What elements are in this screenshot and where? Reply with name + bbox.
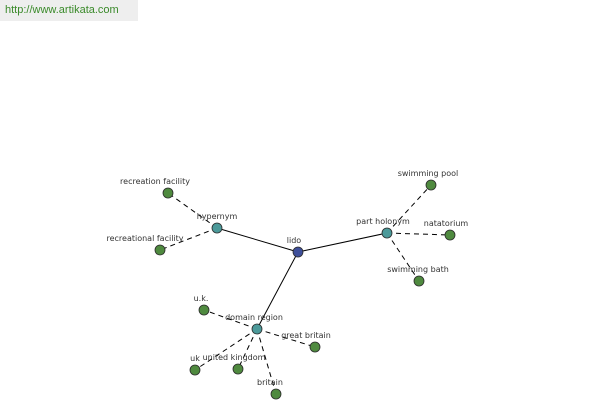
leaf-node-uk[interactable] bbox=[189, 364, 201, 376]
edge-domain-region-uk bbox=[194, 328, 258, 371]
leaf-node-u-k[interactable] bbox=[198, 304, 210, 316]
relation-label-part-holonym: part holonym bbox=[356, 217, 410, 226]
relation-node-part-holonym[interactable] bbox=[381, 227, 393, 239]
leaf-node-recreational-facility[interactable] bbox=[154, 244, 166, 256]
edge-part-holonym-swimming-bath bbox=[386, 232, 420, 282]
graph-edges bbox=[159, 184, 451, 395]
edge-hypernym-recreational-facility bbox=[159, 227, 218, 251]
edge-domain-region-united-kingdom bbox=[237, 328, 258, 370]
edge-lido-hypernym bbox=[216, 227, 299, 253]
site-url-link[interactable]: http://www.artikata.com bbox=[5, 4, 119, 16]
leaf-label-united-kingdom: united kingdom bbox=[203, 353, 266, 362]
leaf-label-recreational-facility: recreational facility bbox=[106, 234, 183, 243]
relation-node-hypernym[interactable] bbox=[211, 222, 223, 234]
leaf-node-swimming-bath[interactable] bbox=[413, 275, 425, 287]
leaf-label-swimming-bath: swimming bath bbox=[387, 265, 449, 274]
center-label-lido: lido bbox=[287, 236, 302, 245]
edge-lido-part-holonym bbox=[297, 232, 388, 253]
leaf-node-natatorium[interactable] bbox=[444, 229, 456, 241]
leaf-node-great-britain[interactable] bbox=[309, 341, 321, 353]
edge-hypernym-recreation-facility bbox=[167, 192, 218, 229]
leaf-node-swimming-pool[interactable] bbox=[425, 179, 437, 191]
leaf-label-recreation-facility: recreation facility bbox=[120, 177, 190, 186]
leaf-label-great-britain: great britain bbox=[281, 331, 331, 340]
leaf-node-united-kingdom[interactable] bbox=[232, 363, 244, 375]
relation-node-domain-region[interactable] bbox=[251, 323, 263, 335]
edge-domain-region-u-k bbox=[203, 309, 258, 330]
edge-lido-domain-region bbox=[256, 251, 299, 330]
leaf-node-recreation-facility[interactable] bbox=[162, 187, 174, 199]
leaf-label-natatorium: natatorium bbox=[424, 219, 469, 228]
edge-domain-region-great-britain bbox=[256, 328, 316, 348]
leaf-label-uk: uk bbox=[190, 354, 200, 363]
center-node-lido[interactable] bbox=[292, 246, 304, 258]
leaf-label-britain: britain bbox=[257, 378, 283, 387]
edge-domain-region-britain bbox=[256, 328, 277, 395]
site-banner: http://www.artikata.com bbox=[0, 0, 138, 21]
relation-label-hypernym: hypernym bbox=[197, 212, 238, 221]
leaf-node-britain[interactable] bbox=[270, 388, 282, 400]
leaf-label-swimming-pool: swimming pool bbox=[398, 169, 459, 178]
leaf-label-u-k: u.k. bbox=[194, 294, 209, 303]
graph-nodes bbox=[154, 179, 456, 400]
edge-part-holonym-swimming-pool bbox=[386, 184, 432, 234]
edge-part-holonym-natatorium bbox=[386, 232, 451, 236]
graph-labels: lido hypernym recreation facility recreatio… bbox=[106, 169, 468, 387]
relation-label-domain-region: domain region bbox=[225, 313, 283, 322]
